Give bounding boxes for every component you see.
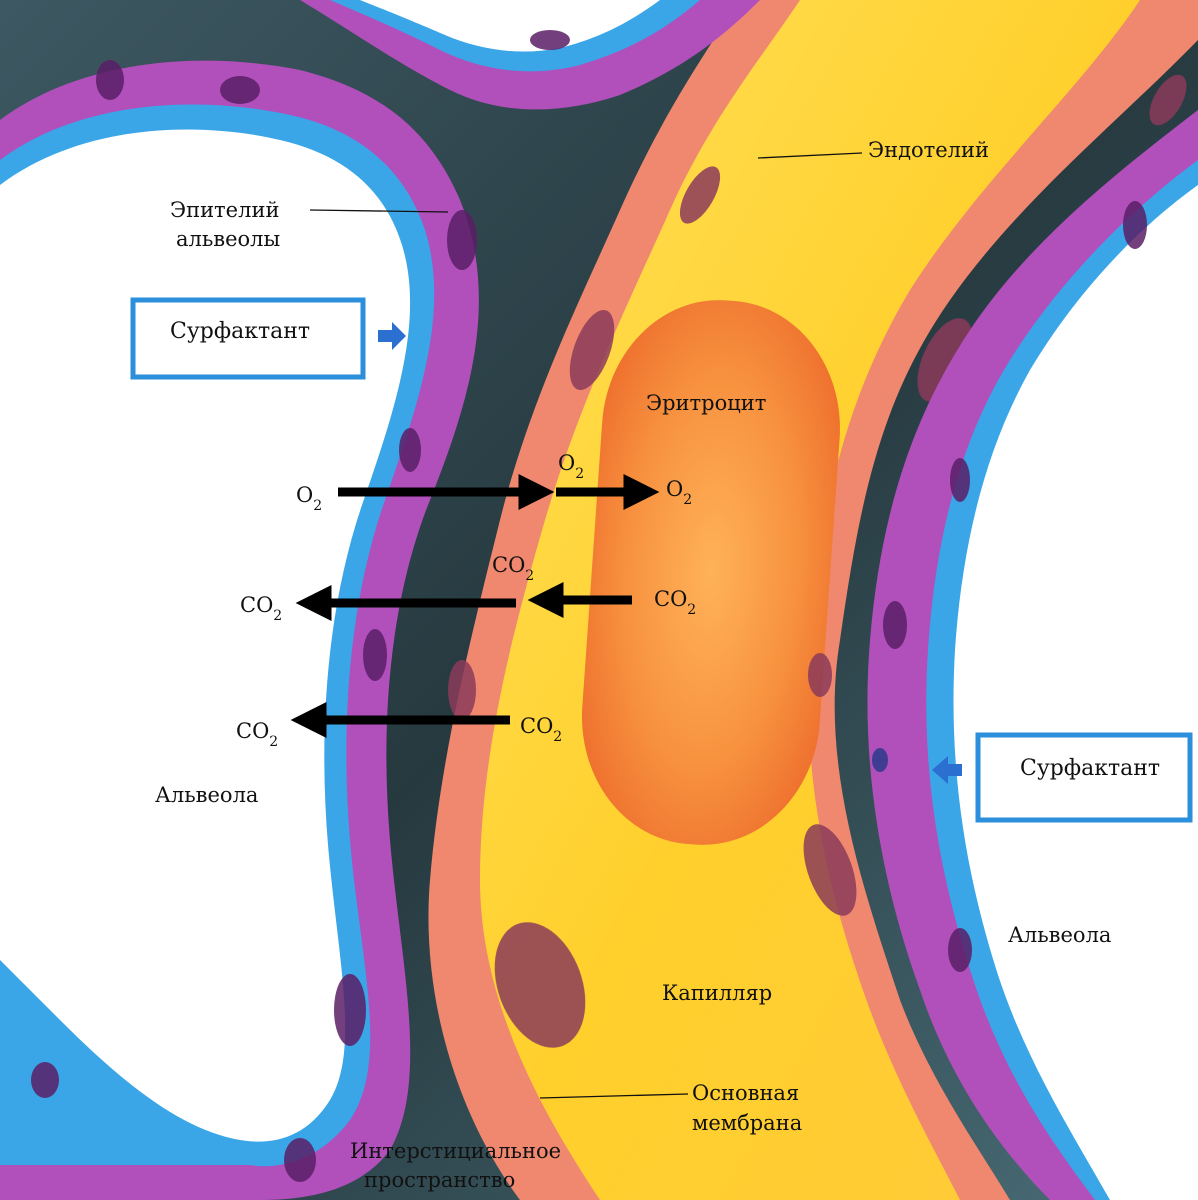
endothelial-nuclei xyxy=(448,74,1187,1048)
epithelium-label-line1: Эпителий xyxy=(170,198,279,222)
erythrocyte-label: Эритроцит xyxy=(646,391,766,415)
epithelial-nuclei xyxy=(31,30,1147,1182)
surfactant-left-label: Сурфактант xyxy=(170,319,310,344)
basement-membrane-label-line1: Основная xyxy=(692,1081,799,1105)
alveola-right-label: Альвеола xyxy=(1008,923,1111,947)
erythrocyte xyxy=(581,300,840,845)
surfactant-arrow-left-icon xyxy=(378,322,406,350)
co2-label-capillary: CO2 xyxy=(520,714,562,745)
endothelium-label: Эндотелий xyxy=(868,138,989,162)
basement-membrane-leader xyxy=(539,1093,689,1099)
capillary-label: Капилляр xyxy=(662,981,772,1005)
co2-label-plasma: CO2 xyxy=(492,553,534,584)
gas-arrows xyxy=(290,474,660,738)
co2-label-erythrocyte: CO2 xyxy=(654,587,696,618)
co2-label-alveola-1: CO2 xyxy=(240,593,282,624)
basement-membrane-label-line2: мембрана xyxy=(692,1111,802,1135)
o2-label-erythrocyte: O2 xyxy=(666,477,692,508)
co2-label-alveola-2: CO2 xyxy=(236,719,278,750)
epithelium-leader xyxy=(309,209,449,213)
o2-label-plasma: O2 xyxy=(558,451,584,482)
alveola-left-label: Альвеола xyxy=(155,783,258,807)
endothelium-leader xyxy=(757,152,863,159)
surfactant-box-right: Сурфактант xyxy=(975,732,1193,823)
left-alveola-space xyxy=(0,129,411,1142)
interstitial-label-line2: пространство xyxy=(364,1168,515,1192)
surfactant-right-label: Сурфактант xyxy=(1020,756,1160,781)
interstitial-label-line1: Интерстициальное xyxy=(350,1139,561,1163)
surfactant-box-left: Сурфактант xyxy=(130,297,366,380)
surfactant-arrow-right-icon xyxy=(932,756,962,784)
top-alveola-space xyxy=(360,0,660,52)
right-alveola-space xyxy=(953,185,1198,1200)
o2-label-alveola: O2 xyxy=(296,483,322,514)
epithelium-label-line2: альвеолы xyxy=(176,227,280,251)
